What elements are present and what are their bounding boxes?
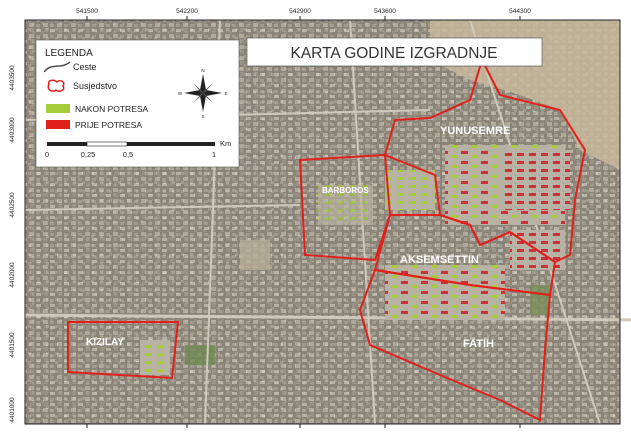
legend-label-roads: Ceste bbox=[73, 62, 97, 72]
legend: LEGENDA Ceste Susjedstvo NAKON POTRESA P… bbox=[35, 39, 240, 168]
outline-barboros bbox=[298, 153, 392, 262]
y-tick-label: 4402000 bbox=[9, 262, 16, 288]
outline-fatih bbox=[358, 268, 552, 422]
label-aksemsettin: AKSEMSETTIN bbox=[400, 254, 479, 266]
label-barboros: BARBOROS bbox=[322, 186, 369, 195]
svg-text:W: W bbox=[178, 91, 183, 96]
neighbourhood-outline-icon bbox=[47, 79, 65, 92]
scale-bar: 0 0,25 0,5 1 Km bbox=[45, 139, 231, 159]
scale-tick-label: 1 bbox=[212, 150, 216, 159]
compass-rose-icon: N S E W bbox=[178, 68, 228, 119]
neighbourhood-outlines bbox=[67, 57, 587, 422]
legend-label-after: NAKON POTRESA bbox=[75, 104, 149, 114]
svg-text:E: E bbox=[224, 91, 227, 96]
legend-label-neighbourhood: Susjedstvo bbox=[73, 81, 117, 91]
svg-text:N: N bbox=[201, 68, 204, 73]
scale-unit: Km bbox=[220, 139, 231, 148]
grid-tick-marks bbox=[86, 16, 521, 428]
y-tick-label: 4403500 bbox=[9, 65, 16, 91]
x-tick-label: 542900 bbox=[289, 8, 311, 15]
new-building-swatch bbox=[46, 104, 70, 113]
scale-tick-label: 0,25 bbox=[81, 150, 96, 159]
scale-tick-label: 0,5 bbox=[123, 150, 133, 159]
label-fatih: FATIH bbox=[463, 338, 494, 350]
x-tick-label: 543600 bbox=[374, 8, 396, 15]
grid-labels: 541500 542200 542900 543600 544300 44035… bbox=[9, 8, 531, 423]
y-tick-label: 4401500 bbox=[9, 332, 16, 358]
legend-label-before: PRIJE POTRESA bbox=[75, 120, 142, 130]
y-tick-label: 4401000 bbox=[9, 397, 16, 423]
y-tick-label: 4403000 bbox=[9, 117, 16, 143]
x-tick-label: 544300 bbox=[509, 8, 531, 15]
outline-kizilay bbox=[67, 321, 180, 380]
road-line-icon bbox=[43, 61, 71, 73]
svg-text:S: S bbox=[201, 114, 204, 119]
label-kizilay: KIZILAY bbox=[86, 337, 124, 348]
legend-heading: LEGENDA bbox=[45, 48, 93, 59]
label-yunusemre: YUNUSEMRE bbox=[440, 125, 510, 137]
scale-tick-label: 0 bbox=[45, 150, 49, 159]
old-building-swatch bbox=[46, 120, 70, 129]
x-tick-label: 542200 bbox=[176, 8, 198, 15]
map-border bbox=[24, 19, 621, 425]
map-title: KARTA GODINE IZGRADNJE bbox=[291, 45, 498, 62]
title-box: KARTA GODINE IZGRADNJE bbox=[246, 37, 543, 67]
y-tick-label: 4402500 bbox=[9, 192, 16, 218]
neighbourhood-labels: YUNUSEMRE BARBOROS AKSEMSETTIN FATIH KIZ… bbox=[86, 125, 510, 350]
x-tick-label: 541500 bbox=[76, 8, 98, 15]
